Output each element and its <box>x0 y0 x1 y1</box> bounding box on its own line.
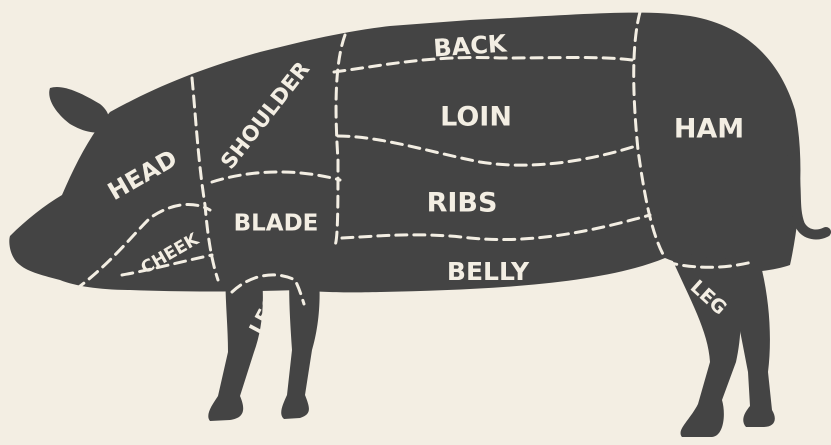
label-ribs: RIBS <box>427 188 498 219</box>
label-back: BACK <box>433 29 509 62</box>
label-belly: BELLY <box>447 257 530 286</box>
pig-ear <box>49 87 109 133</box>
label-blade: BLADE <box>234 211 319 237</box>
label-ham: HAM <box>674 114 744 145</box>
pig-tail <box>790 160 826 234</box>
label-loin: LOIN <box>440 102 512 133</box>
pig-silhouette <box>9 13 826 437</box>
pig-body <box>9 13 800 293</box>
